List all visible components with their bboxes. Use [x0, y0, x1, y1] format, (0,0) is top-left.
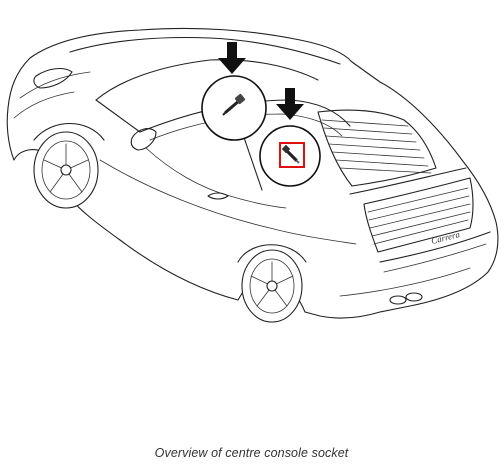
car-overview-diagram: Carrera — [6, 27, 499, 323]
rear-detail-callout — [259, 125, 321, 187]
front-wheel — [33, 122, 105, 209]
socket-highlight-box — [279, 142, 305, 168]
arrow-down-icon-rear — [276, 88, 304, 120]
rear-wheel — [237, 244, 307, 323]
arrow-down-icon-front — [218, 42, 246, 74]
bolt-icon — [222, 93, 246, 116]
front-detail-callout — [201, 75, 267, 141]
figure-caption: Overview of centre console socket — [154, 446, 349, 460]
socket-icon — [281, 144, 300, 164]
car-body: Carrera — [6, 27, 499, 319]
